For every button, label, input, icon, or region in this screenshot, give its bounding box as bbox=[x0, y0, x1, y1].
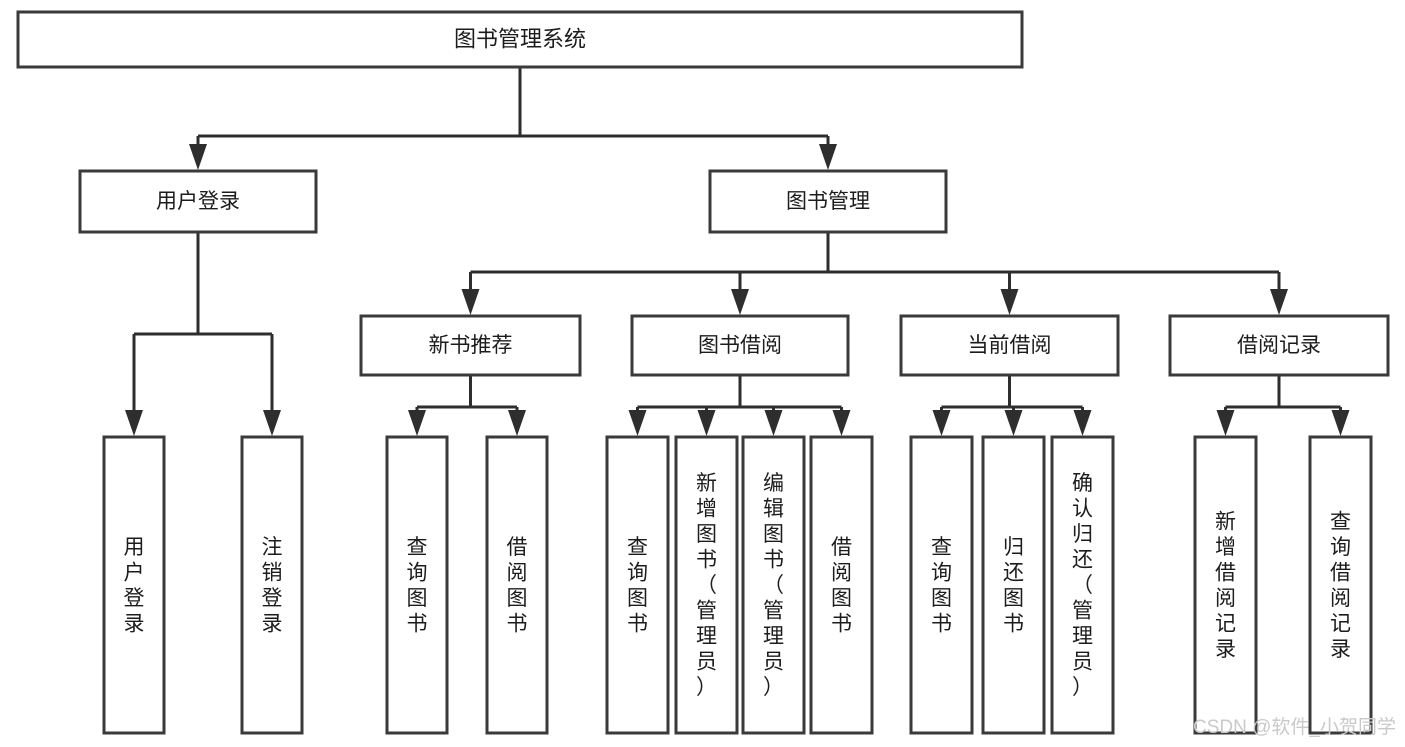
node-label-borrow-record: 借阅记录 bbox=[1237, 334, 1321, 357]
node-box-book-borrow[interactable] bbox=[630, 314, 850, 377]
node-leaf-borrow-book-1[interactable]: 借阅图书 bbox=[485, 435, 549, 735]
arrowhead-icon bbox=[189, 144, 207, 170]
node-label-root: 图书管理系统 bbox=[454, 26, 586, 51]
node-box-leaf-edit-book[interactable] bbox=[741, 435, 806, 735]
connector-layer bbox=[125, 67, 1350, 436]
connector-group-root bbox=[189, 67, 837, 170]
node-box-leaf-query-book-2[interactable] bbox=[605, 435, 670, 735]
node-box-current-borrow[interactable] bbox=[899, 314, 1120, 377]
node-leaf-confirm-return[interactable]: 确认归还（管理员） bbox=[1050, 435, 1115, 735]
node-box-leaf-borrow-book-1[interactable] bbox=[485, 435, 549, 735]
arrowhead-icon bbox=[1000, 289, 1019, 315]
arrowhead-icon bbox=[461, 289, 480, 315]
arrowhead-icon bbox=[764, 410, 783, 436]
node-leaf-borrow-book-2[interactable]: 借阅图书 bbox=[809, 435, 874, 735]
node-label-new-book-recommend: 新书推荐 bbox=[429, 334, 513, 357]
arrowhead-icon bbox=[832, 410, 851, 436]
node-user-login[interactable]: 用户登录 bbox=[78, 169, 318, 234]
arrowhead-icon bbox=[1270, 289, 1288, 315]
node-box-user-login[interactable] bbox=[78, 169, 318, 234]
node-leaf-return-book[interactable]: 归还图书 bbox=[981, 435, 1046, 735]
node-box-leaf-add-record[interactable] bbox=[1193, 435, 1258, 735]
arrowhead-icon bbox=[1331, 410, 1350, 436]
arrowhead-icon bbox=[1216, 410, 1235, 436]
node-current-borrow[interactable]: 当前借阅 bbox=[899, 314, 1120, 377]
node-box-leaf-query-book-1[interactable] bbox=[385, 435, 449, 735]
node-label-book-manage: 图书管理 bbox=[786, 190, 870, 213]
node-label-leaf-query-record: 查询借阅记录 bbox=[1330, 510, 1351, 661]
connector-group-borrow-record bbox=[1216, 375, 1350, 436]
node-leaf-add-record[interactable]: 新增借阅记录 bbox=[1193, 435, 1258, 735]
node-label-leaf-edit-book: 编辑图书（管理员） bbox=[763, 472, 784, 699]
node-leaf-query-book-1[interactable]: 查询图书 bbox=[385, 435, 449, 735]
node-box-leaf-query-record[interactable] bbox=[1308, 435, 1373, 735]
node-label-leaf-confirm-return: 确认归还（管理员） bbox=[1072, 472, 1093, 699]
node-leaf-query-book-2[interactable]: 查询图书 bbox=[605, 435, 670, 735]
node-label-leaf-user-login: 用户登录 bbox=[124, 536, 145, 636]
node-leaf-user-login[interactable]: 用户登录 bbox=[102, 435, 166, 735]
node-leaf-edit-book[interactable]: 编辑图书（管理员） bbox=[741, 435, 806, 735]
node-box-leaf-query-book-3[interactable] bbox=[909, 435, 974, 735]
node-layer: 图书管理系统用户登录图书管理新书推荐图书借阅当前借阅借阅记录用户登录注销登录查询… bbox=[16, 10, 1390, 735]
node-borrow-record[interactable]: 借阅记录 bbox=[1168, 314, 1390, 377]
node-label-leaf-add-record: 新增借阅记录 bbox=[1215, 510, 1236, 661]
arrowhead-icon bbox=[263, 410, 281, 436]
arrowhead-icon bbox=[508, 410, 526, 436]
node-label-leaf-query-book-2: 查询图书 bbox=[627, 536, 648, 636]
arrowhead-icon bbox=[731, 289, 749, 315]
node-box-borrow-record[interactable] bbox=[1168, 314, 1390, 377]
node-root[interactable]: 图书管理系统 bbox=[16, 10, 1024, 69]
node-book-manage[interactable]: 图书管理 bbox=[708, 169, 948, 234]
arrowhead-icon bbox=[819, 144, 837, 170]
node-box-book-manage[interactable] bbox=[708, 169, 948, 234]
node-label-leaf-add-book: 新增图书（管理员） bbox=[696, 472, 717, 699]
node-label-current-borrow: 当前借阅 bbox=[968, 334, 1052, 357]
node-box-leaf-confirm-return[interactable] bbox=[1050, 435, 1115, 735]
node-label-leaf-borrow-book-2: 借阅图书 bbox=[831, 536, 852, 636]
node-label-leaf-query-book-1: 查询图书 bbox=[407, 536, 428, 636]
node-box-root[interactable] bbox=[16, 10, 1024, 69]
node-box-leaf-add-book[interactable] bbox=[674, 435, 739, 735]
connector-group-book-borrow bbox=[628, 375, 851, 436]
node-label-leaf-return-book: 归还图书 bbox=[1003, 536, 1024, 636]
node-label-leaf-borrow-book-1: 借阅图书 bbox=[507, 536, 528, 636]
node-box-leaf-return-book[interactable] bbox=[981, 435, 1046, 735]
node-box-new-book-recommend[interactable] bbox=[359, 314, 582, 377]
node-label-leaf-query-book-3: 查询图书 bbox=[931, 536, 952, 636]
node-book-borrow[interactable]: 图书借阅 bbox=[630, 314, 850, 377]
node-label-book-borrow: 图书借阅 bbox=[698, 334, 782, 357]
arrowhead-icon bbox=[932, 410, 951, 436]
node-new-book-recommend[interactable]: 新书推荐 bbox=[359, 314, 582, 377]
connector-group-user-login bbox=[125, 232, 281, 436]
node-leaf-logout[interactable]: 注销登录 bbox=[240, 435, 304, 735]
node-leaf-add-book[interactable]: 新增图书（管理员） bbox=[674, 435, 739, 735]
node-box-leaf-logout[interactable] bbox=[240, 435, 304, 735]
connector-group-book-manage bbox=[461, 232, 1288, 315]
node-label-leaf-logout: 注销登录 bbox=[262, 536, 283, 636]
arrowhead-icon bbox=[408, 410, 426, 436]
csdn-watermark: CSDN @软件_小贺同学 bbox=[1193, 716, 1396, 738]
connector-group-current-borrow bbox=[932, 375, 1092, 436]
arrowhead-icon bbox=[125, 410, 143, 436]
node-label-user-login: 用户登录 bbox=[156, 190, 240, 213]
node-box-leaf-borrow-book-2[interactable] bbox=[809, 435, 874, 735]
arrowhead-icon bbox=[628, 410, 647, 436]
arrowhead-icon bbox=[1004, 410, 1023, 436]
arrowhead-icon bbox=[1073, 410, 1092, 436]
arrowhead-icon bbox=[697, 410, 716, 436]
connector-group-new-book-recommend bbox=[408, 375, 526, 436]
node-leaf-query-book-3[interactable]: 查询图书 bbox=[909, 435, 974, 735]
node-leaf-query-record[interactable]: 查询借阅记录 bbox=[1308, 435, 1373, 735]
node-box-leaf-user-login[interactable] bbox=[102, 435, 166, 735]
